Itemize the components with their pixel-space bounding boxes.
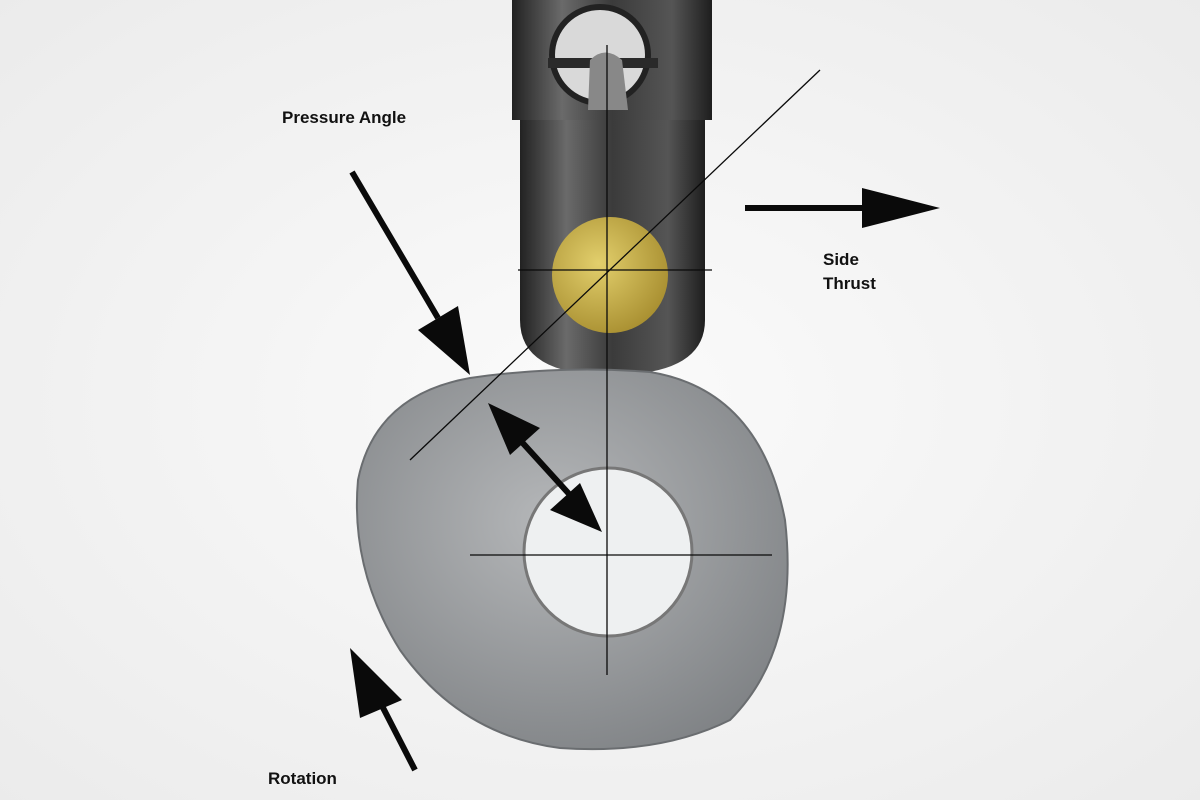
rotation-arrow [350,648,418,772]
cam-bore [522,466,694,638]
side-thrust-arrow [745,188,940,228]
side-thrust-label-line1: Side [823,250,859,269]
pressure-angle-label: Pressure Angle [282,108,407,127]
rotation-label: Rotation [268,769,337,788]
side-thrust-label-line2: Thrust [823,274,876,293]
contact-double-arrow [488,403,602,532]
pressure-angle-arrow [349,170,470,375]
annotation-arrows [349,170,940,772]
roller [552,217,668,333]
construction-lines [409,45,821,675]
follower [512,0,712,375]
side-thrust-label: Side Thrust [823,248,876,296]
